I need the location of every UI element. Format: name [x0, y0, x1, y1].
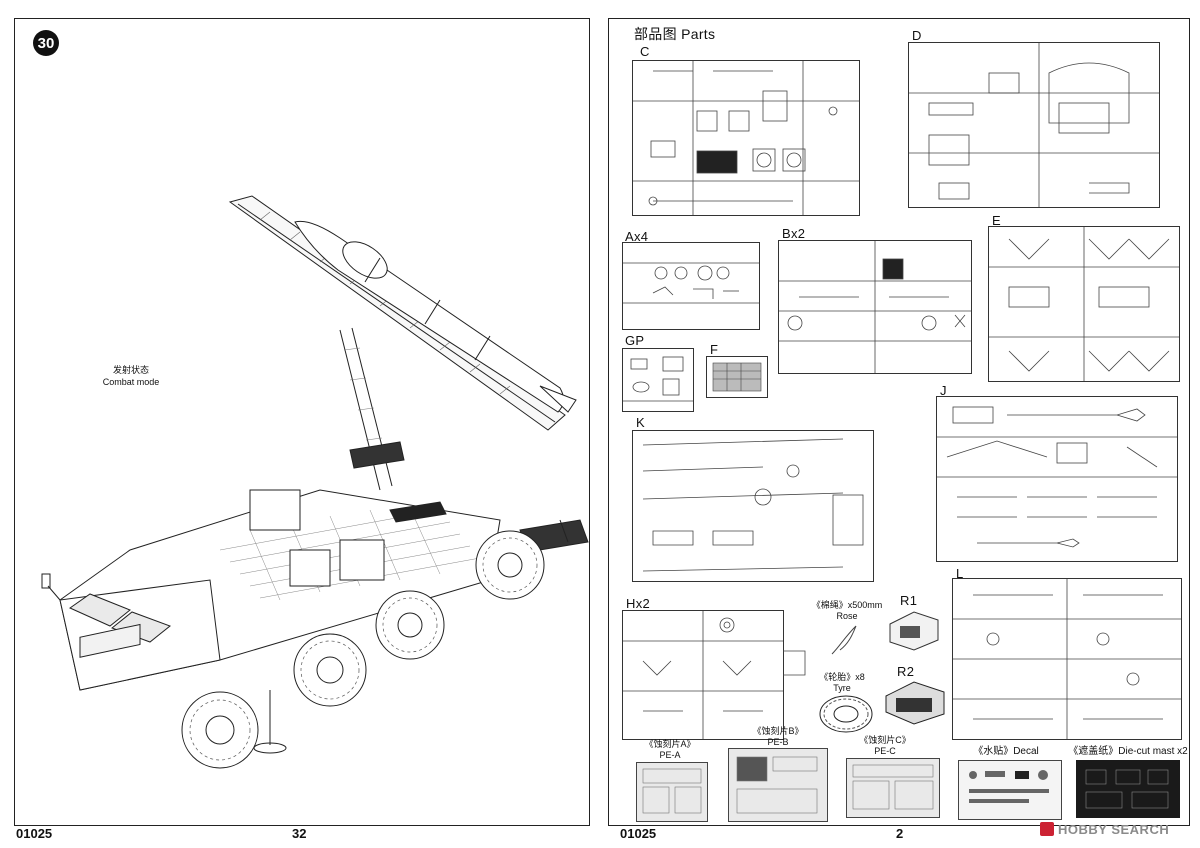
- right-product-code: 01025: [620, 826, 657, 841]
- decal-label-cn: 《水贴》: [973, 746, 1014, 757]
- pe-b-sheet: [728, 748, 828, 822]
- sprue-b-label: Bx2: [782, 226, 806, 241]
- pe-c-label: 《蚀刻片C》 PE-C: [850, 735, 920, 757]
- sprue-h: [622, 610, 806, 740]
- sprue-e-label: E: [992, 213, 1001, 228]
- sprue-f-label: F: [710, 342, 719, 357]
- sprue-gp: [622, 348, 694, 412]
- sprue-a-label: Ax4: [625, 229, 649, 244]
- combat-mode-label-cn: 发射状态: [112, 365, 149, 375]
- sprue-h-parts-icon: [623, 611, 783, 739]
- sprue-j-parts-icon: [937, 406, 1177, 548]
- sprue-gp-parts-icon: [623, 356, 693, 402]
- sprue-a: [622, 242, 760, 330]
- sprue-f: [706, 356, 768, 398]
- sprue-j-label: J: [940, 383, 947, 398]
- left-page-number: 32: [292, 826, 307, 841]
- rose-label-cn: 《棉绳》: [811, 600, 848, 610]
- sprue-c-label: C: [640, 44, 650, 59]
- r2-resin-part-icon: [885, 681, 945, 725]
- decal-label-en: Decal: [1013, 746, 1039, 757]
- sprue-c-parts-icon: [633, 61, 859, 215]
- pe-c-label-cn: 《蚀刻片C》: [859, 735, 911, 745]
- rose-label: 《棉绳》x500mm Rose: [802, 600, 892, 622]
- sprue-a-parts-icon: [623, 262, 759, 304]
- pe-b-label: 《蚀刻片B》 PE-B: [738, 726, 818, 748]
- combat-mode-label-en: Combat mode: [102, 377, 160, 387]
- sprue-j: [936, 396, 1178, 562]
- sprue-l: [952, 578, 1182, 740]
- sprue-d: [908, 42, 1160, 208]
- combat-mode-label: 发射状态 Combat mode: [96, 364, 166, 388]
- sprue-d-parts-icon: [909, 43, 1159, 207]
- rose-string-icon: [831, 625, 857, 655]
- pe-a-label: 《蚀刻片A》 PE-A: [640, 739, 700, 761]
- sprue-k: [632, 430, 874, 582]
- tyre-icon: [819, 695, 873, 733]
- sprue-d-label: D: [912, 28, 922, 43]
- rose-qty: x500mm: [847, 600, 883, 610]
- sprue-f-parts-icon: [712, 362, 762, 392]
- mast-label-cn: 《遮盖纸》: [1068, 746, 1119, 757]
- sprue-h-label: Hx2: [626, 596, 651, 611]
- pe-a-sheet: [636, 762, 708, 822]
- watermark-logo-icon: [1040, 822, 1054, 836]
- tyre-label: 《轮胎》x8 Tyre: [812, 672, 872, 694]
- r1-resin-part-icon: [889, 611, 939, 651]
- sprue-e-parts-icon: [989, 227, 1179, 381]
- step-number-badge: 30: [33, 30, 59, 56]
- rose-label-en: Rose: [836, 611, 858, 621]
- sprue-k-parts-icon: [642, 438, 864, 572]
- tyre-label-en: Tyre: [833, 683, 851, 693]
- right-page-number: 2: [896, 826, 904, 841]
- decal-sheet: [958, 760, 1062, 820]
- mast-label: 《遮盖纸》Die-cut mast x2: [1068, 746, 1188, 757]
- mast-label-en: Die-cut mast: [1118, 746, 1175, 757]
- pe-b-label-cn: 《蚀刻片B》: [752, 726, 804, 736]
- decal-label: 《水贴》Decal: [966, 746, 1046, 757]
- die-cut-mast-sheet: [1076, 760, 1180, 818]
- sprue-e: [988, 226, 1180, 382]
- r2-label: R2: [897, 664, 915, 679]
- watermark: HOBBY SEARCH: [1040, 822, 1169, 837]
- pe-c-label-en: PE-C: [874, 746, 896, 756]
- tyre-label-cn: 《轮胎》: [819, 672, 856, 682]
- tyre-qty: x8: [855, 672, 865, 682]
- sprue-c: [632, 60, 860, 216]
- pe-a-label-cn: 《蚀刻片A》: [644, 739, 696, 749]
- watermark-text: HOBBY SEARCH: [1058, 822, 1170, 837]
- pe-a-label-en: PE-A: [659, 750, 681, 760]
- left-product-code: 01025: [16, 826, 53, 841]
- sprue-k-label: K: [636, 415, 645, 430]
- sprue-l-parts-icon: [953, 579, 1181, 739]
- sprue-l-label: L: [956, 566, 964, 581]
- sprue-b-parts-icon: [779, 241, 971, 373]
- mast-qty: x2: [1177, 746, 1188, 757]
- sprue-gp-label: GP: [625, 333, 645, 348]
- r1-label: R1: [900, 593, 918, 608]
- parts-title: 部品图 Parts: [634, 26, 716, 42]
- launcher-truck-illustration: [41, 195, 589, 769]
- pe-b-label-en: PE-B: [767, 737, 789, 747]
- sprue-b: [778, 240, 972, 374]
- pe-c-sheet: [846, 758, 940, 818]
